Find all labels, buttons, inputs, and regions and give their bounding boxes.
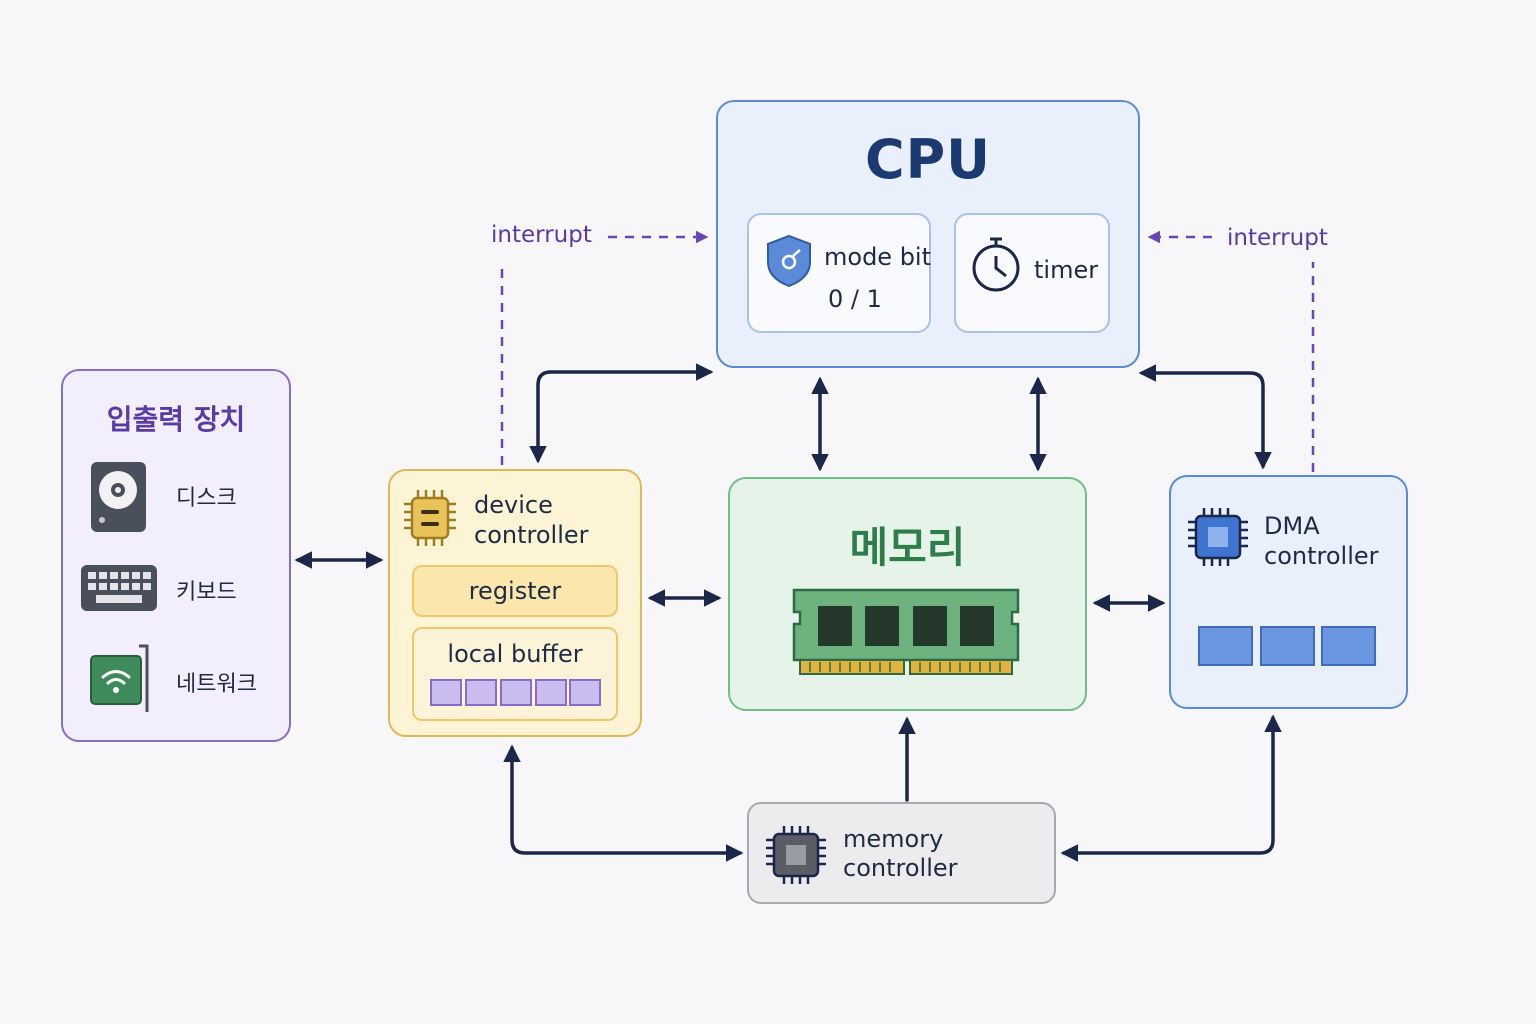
arrow-dma-memory-controller <box>1060 714 1282 862</box>
mode-bit-label: mode bit <box>824 243 932 271</box>
timer-label: timer <box>1034 256 1099 284</box>
buffer-cell <box>569 679 601 706</box>
dma-controller-label-line1: DMA <box>1264 512 1320 540</box>
timer-card <box>954 213 1110 333</box>
dma-cell <box>1321 626 1376 666</box>
memory-controller-label-line2: controller <box>843 854 958 882</box>
memory-title: 메모리 <box>849 523 966 572</box>
arrow-device-controller-cpu <box>529 363 714 464</box>
io-devices-title: 입출력 장치 <box>106 403 246 436</box>
dma-buffer-cells <box>1198 626 1376 666</box>
dma-controller-label: DMA controller <box>1264 511 1379 571</box>
local-buffer-label: local buffer <box>447 640 583 668</box>
chip-icon-dma <box>1188 508 1248 566</box>
disk-label: 디스크 <box>176 486 237 511</box>
ram-module-icon <box>792 588 1020 675</box>
buffer-cell <box>430 679 462 706</box>
chip-icon-device-controller <box>404 490 456 546</box>
disk-icon <box>91 462 146 532</box>
stopwatch-icon <box>972 237 1020 292</box>
shield-icon <box>767 234 811 288</box>
device-controller-label-line1: device <box>474 491 553 519</box>
interrupt-label-right: interrupt <box>1227 225 1328 251</box>
dma-cell <box>1260 626 1315 666</box>
buffer-cell <box>535 679 567 706</box>
keyboard-icon <box>81 565 157 611</box>
local-buffer-cells <box>430 679 601 706</box>
arrow-cpu-dma <box>1138 364 1272 470</box>
memory-controller-label: memory controller <box>843 825 958 883</box>
network-label: 네트워크 <box>176 672 257 697</box>
mode-bit-value: 0 / 1 <box>828 285 882 313</box>
chip-icon-memory-controller <box>766 826 826 884</box>
dma-controller-label-line2: controller <box>1264 542 1379 570</box>
dma-controller-box <box>1169 475 1408 709</box>
arrow-device-controller-memory-controller <box>503 744 744 862</box>
register-box <box>412 565 618 617</box>
device-controller-label: device controller <box>474 490 589 550</box>
keyboard-label: 키보드 <box>176 580 237 605</box>
memory-controller-label-line1: memory <box>843 825 944 853</box>
network-card-icon <box>90 644 149 712</box>
buffer-cell <box>465 679 497 706</box>
register-label: register <box>468 577 562 605</box>
buffer-cell <box>500 679 532 706</box>
interrupt-label-left: interrupt <box>491 222 592 248</box>
device-controller-label-line2: controller <box>474 521 589 549</box>
cpu-title: CPU <box>864 128 992 191</box>
dma-cell <box>1198 626 1253 666</box>
